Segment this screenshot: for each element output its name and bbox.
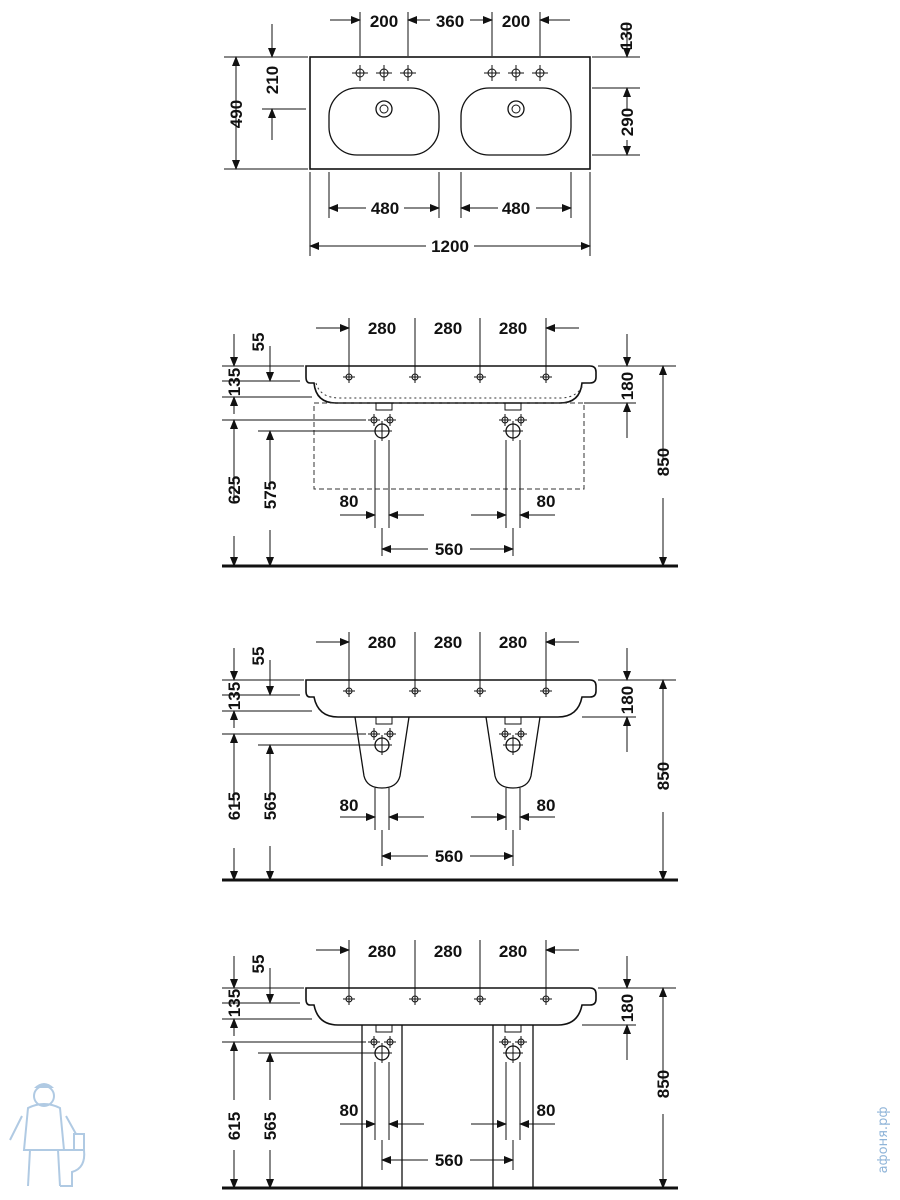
dim-tap-to-back: 210 — [263, 66, 282, 94]
dim-b-rim: 135 — [225, 682, 244, 710]
dim-a-hole-3: 280 — [499, 319, 527, 338]
dim-b-offset-right: 80 — [537, 796, 556, 815]
basin-profile-c — [305, 987, 597, 1026]
top-view: 200 360 200 490 210 130 290 480 480 1200 — [224, 12, 640, 256]
dim-a-waste: 560 — [435, 540, 463, 559]
dim-bowl-left: 480 — [371, 199, 399, 218]
dim-tap-right: 200 — [502, 12, 530, 31]
dim-c-hole-2: 280 — [434, 942, 462, 961]
dim-b-top: 55 — [249, 647, 268, 666]
dim-b-waste: 560 — [435, 847, 463, 866]
dim-a-trap: 625 — [225, 476, 244, 504]
dim-b-supply: 565 — [261, 792, 280, 820]
dim-b-right: 180 — [618, 686, 637, 714]
dim-a-offset-right: 80 — [537, 492, 556, 511]
dim-tap-left: 200 — [370, 12, 398, 31]
dim-c-waste: 560 — [435, 1151, 463, 1170]
dim-c-total: 850 — [654, 1070, 673, 1098]
dim-a-hole-1: 280 — [368, 319, 396, 338]
basin-profile-b — [305, 679, 597, 718]
dim-b-total: 850 — [654, 762, 673, 790]
dim-a-supply: 575 — [261, 481, 280, 509]
bowl-right — [460, 87, 572, 156]
dim-a-rim: 135 — [225, 368, 244, 396]
dim-c-top: 55 — [249, 955, 268, 974]
dim-b-offset-left: 80 — [340, 796, 359, 815]
dim-b-hole-2: 280 — [434, 633, 462, 652]
trap-left-c — [368, 1024, 396, 1140]
dim-c-offset-right: 80 — [537, 1101, 556, 1120]
cabinet-outline-a — [313, 402, 585, 490]
dim-back-to-tap: 130 — [617, 22, 636, 50]
dim-overall-width: 1200 — [431, 237, 469, 256]
dim-b-trap: 615 — [225, 792, 244, 820]
bowl-left — [328, 87, 440, 156]
dim-c-rim: 135 — [225, 989, 244, 1017]
dim-a-offset-left: 80 — [340, 492, 359, 511]
dim-b-hole-3: 280 — [499, 633, 527, 652]
dim-b-hole-1: 280 — [368, 633, 396, 652]
front-view-b: 280 280 280 55 135 615 565 180 850 80 80… — [222, 632, 678, 882]
dim-c-right: 180 — [618, 994, 637, 1022]
trap-right-c — [499, 1024, 527, 1140]
dim-a-top: 55 — [249, 333, 268, 352]
half-pedestal-right — [485, 716, 541, 789]
tap-holes — [352, 65, 548, 81]
dim-c-supply: 565 — [261, 1112, 280, 1140]
dim-a-right: 180 — [618, 372, 637, 400]
dim-c-hole-1: 280 — [368, 942, 396, 961]
dim-bowl-depth: 290 — [618, 108, 637, 136]
drain-left-icon — [375, 100, 393, 118]
trap-left-b — [368, 716, 396, 830]
pedestal-right-c — [492, 1025, 534, 1188]
pedestal-left-c — [361, 1025, 403, 1188]
half-pedestal-left — [354, 716, 410, 789]
trap-right-b — [499, 716, 527, 830]
dim-c-trap: 615 — [225, 1112, 244, 1140]
dim-c-hole-3: 280 — [499, 942, 527, 961]
dim-c-offset-left: 80 — [340, 1101, 359, 1120]
watermark-text: афоня.рф — [876, 1107, 891, 1174]
dim-depth-total: 490 — [227, 100, 246, 128]
drain-right-icon — [507, 100, 525, 118]
dim-bowl-right: 480 — [502, 199, 530, 218]
dim-a-total: 850 — [654, 448, 673, 476]
dim-a-hole-2: 280 — [434, 319, 462, 338]
front-view-c: 280 280 280 55 135 615 565 180 850 80 80… — [222, 940, 678, 1190]
dim-tap-center: 360 — [436, 12, 464, 31]
trap-right-a — [499, 402, 527, 528]
trap-left-a — [368, 402, 396, 528]
basin-profile-a — [305, 365, 597, 404]
front-view-a: 280 280 280 55 135 625 575 180 850 80 80… — [222, 318, 678, 568]
plumber-mascot-icon — [9, 1083, 86, 1187]
basin-outline-top — [309, 56, 591, 170]
